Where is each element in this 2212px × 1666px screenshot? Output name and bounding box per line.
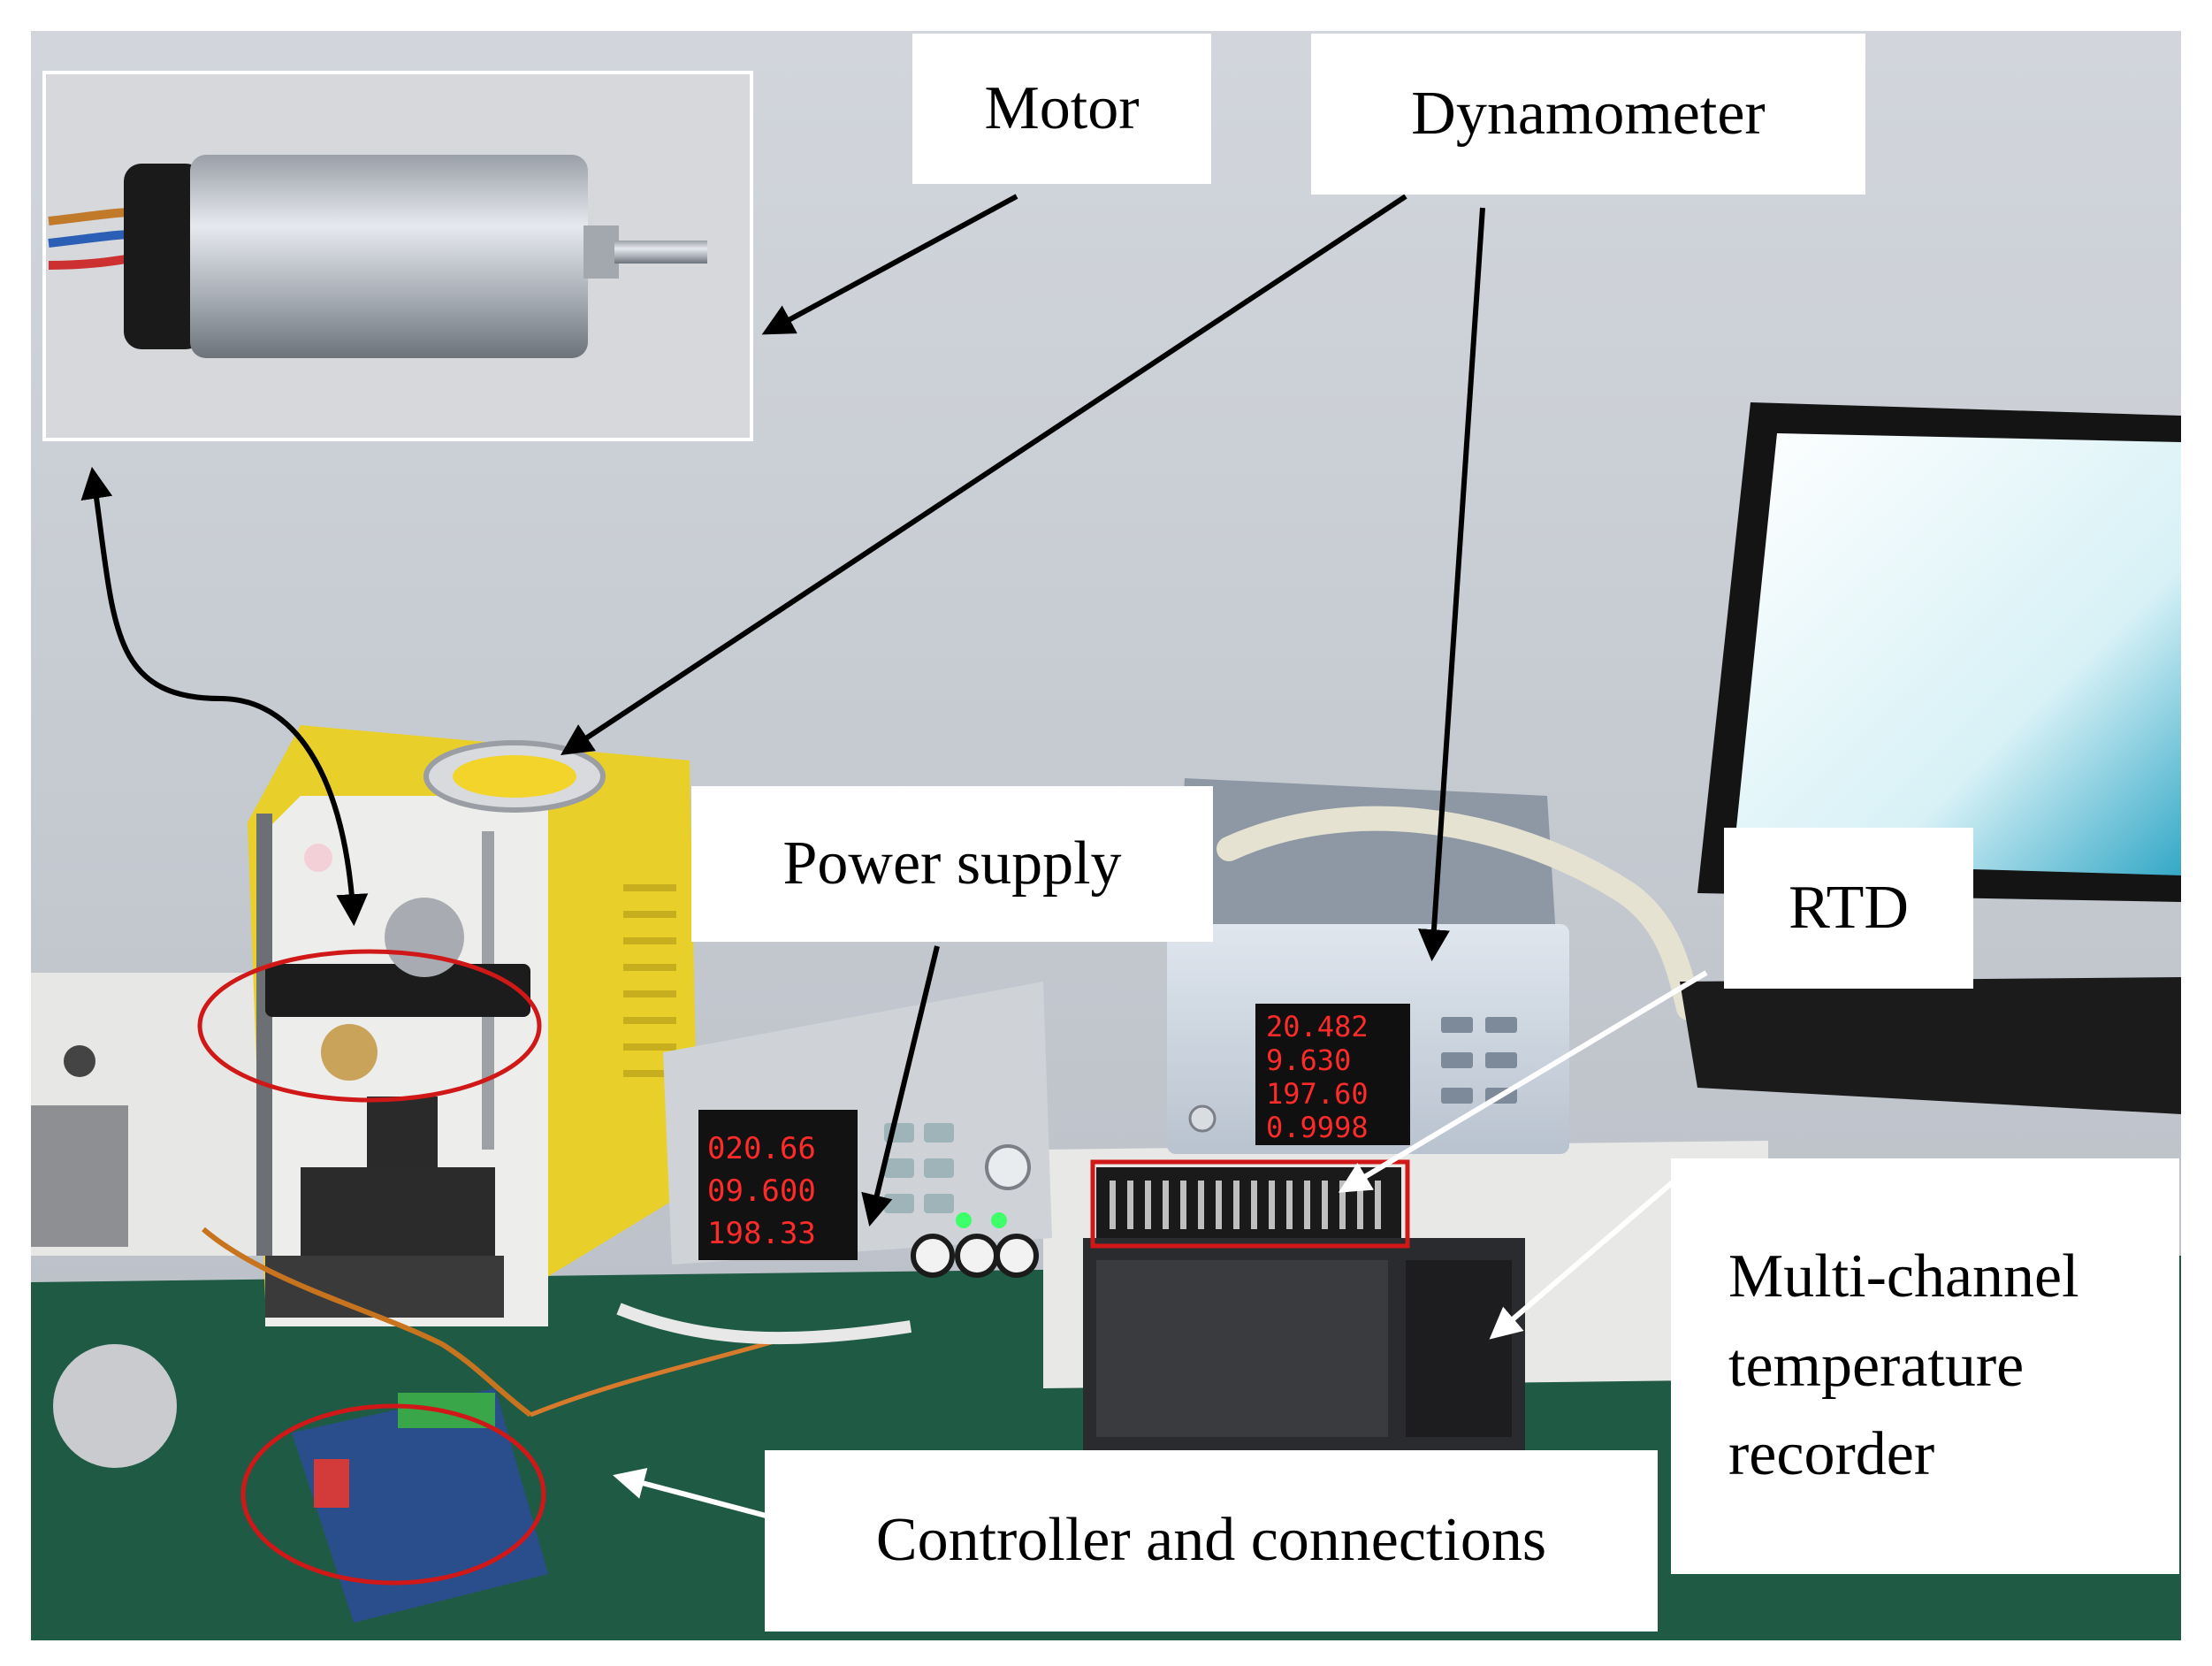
wire-bundle bbox=[202, 1227, 532, 1418]
motor-arrow bbox=[761, 194, 1018, 335]
meter-readout-1: 20.482 bbox=[1266, 1010, 1369, 1043]
meter-readout-2: 9.630 bbox=[1266, 1043, 1351, 1077]
label-power-supply: Power supply bbox=[691, 786, 1213, 942]
label-power-supply-text: Power supply bbox=[782, 829, 1122, 898]
keyboard bbox=[1680, 977, 2181, 1114]
psu-readout-3: 198.33 bbox=[707, 1216, 816, 1251]
motor-end-cap bbox=[124, 164, 203, 349]
label-motor: Motor bbox=[912, 34, 1211, 184]
label-recorder-line-3: recorder bbox=[1728, 1420, 1935, 1489]
left-psu bbox=[31, 973, 296, 1256]
temperature-recorder bbox=[1083, 1238, 1525, 1450]
rtd-highlight-rect bbox=[1090, 1159, 1410, 1249]
label-dynamometer: Dynamometer bbox=[1311, 34, 1865, 195]
recorder-arrow bbox=[1489, 1173, 1682, 1340]
controller-arrow bbox=[613, 1467, 770, 1519]
label-recorder-line-2: temperature bbox=[1728, 1331, 2025, 1400]
label-temperature-recorder: Multi-channel temperature recorder bbox=[1671, 1158, 2179, 1574]
motor-shaft bbox=[614, 241, 707, 264]
label-controller: Controller and connections bbox=[765, 1450, 1658, 1632]
inset-link-arrow bbox=[80, 466, 369, 927]
label-rtd: RTD bbox=[1724, 828, 1973, 989]
label-controller-text: Controller and connections bbox=[875, 1506, 1547, 1575]
controller-highlight-ellipse bbox=[240, 1403, 546, 1586]
meter-readout-4: 0.9998 bbox=[1266, 1111, 1369, 1144]
meter-readout-3: 197.60 bbox=[1266, 1077, 1369, 1111]
motor-mounting-bracket bbox=[265, 964, 530, 1017]
label-rtd-text: RTD bbox=[1789, 873, 1909, 942]
computer-monitor bbox=[1697, 402, 2181, 964]
rtd-terminal-strip bbox=[1096, 1167, 1401, 1242]
rtd-arrow bbox=[1338, 970, 1708, 1193]
motor-highlight-ellipse bbox=[197, 949, 542, 1103]
label-motor-text: Motor bbox=[984, 73, 1140, 142]
label-dynamometer-text: Dynamometer bbox=[1411, 79, 1766, 148]
label-recorder-line-1: Multi-channel bbox=[1728, 1242, 2079, 1311]
motor-inset bbox=[42, 71, 753, 441]
psu-readout-1: 020.66 bbox=[707, 1131, 816, 1166]
flexible-hose bbox=[1217, 806, 1701, 1020]
motor-body bbox=[190, 155, 588, 358]
dynamometer-arrow-left bbox=[560, 194, 1407, 755]
power-supply-arrow bbox=[861, 945, 940, 1227]
dynamometer-arrow-right bbox=[1417, 207, 1485, 962]
monitor-screen bbox=[1733, 433, 2181, 875]
psu-readout-2: 09.600 bbox=[707, 1173, 816, 1209]
